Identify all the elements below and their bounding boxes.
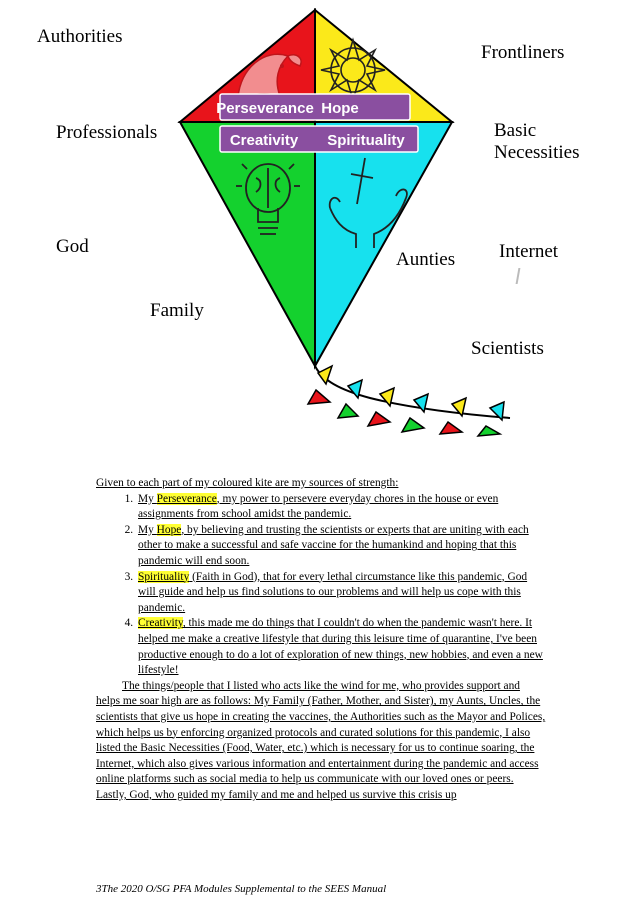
item-highlight: Perseverance <box>156 492 217 505</box>
kite-bottom-left <box>178 121 316 367</box>
banner-spirituality: Spirituality <box>327 132 405 149</box>
sun-star-icon <box>320 37 386 103</box>
item-highlight: Spirituality <box>138 570 190 583</box>
label-professionals: Professionals <box>56 122 158 143</box>
label-internet: Internet <box>499 241 559 262</box>
label-frontliners: Frontliners <box>481 42 565 63</box>
item-text: , my power to persevere everyday chores … <box>138 492 499 521</box>
strength-list: My Perseverance, my power to persevere e… <box>96 492 546 679</box>
banner-perseverance: Perseverance <box>216 100 314 117</box>
kite-bottom-right <box>314 121 454 370</box>
banner-hope: Hope <box>321 100 359 117</box>
banner-row-top: Perseverance Hope <box>216 93 411 121</box>
list-item: My Perseverance, my power to persevere e… <box>136 492 546 523</box>
item-highlight: Hope <box>156 523 182 536</box>
list-item: My Hope, by believing and trusting the s… <box>136 523 546 570</box>
fish-icon <box>237 53 302 99</box>
label-authorities: Authorities <box>37 26 123 47</box>
intro-line: Given to each part of my coloured kite a… <box>96 477 399 489</box>
label-scientists: Scientists <box>471 338 544 359</box>
wind-paragraph: The things/people that I listed who acts… <box>96 679 546 801</box>
item-text: , by believing and trusting the scientis… <box>138 523 529 567</box>
label-basic-line1: Basic <box>494 120 537 141</box>
item-highlight: Creativity <box>138 617 183 630</box>
item-text: (Faith in God), that for every lethal ci… <box>138 570 528 614</box>
item-text: , this made me do things that I couldn't… <box>138 617 543 677</box>
hands-cross-icon <box>328 157 408 248</box>
label-god: God <box>56 236 89 257</box>
item-prefix: My <box>138 492 157 505</box>
label-basic-line2: Necessities <box>494 141 580 163</box>
item-prefix: My <box>138 523 157 536</box>
banner-row-bottom: Creativity Spirituality <box>219 125 419 153</box>
label-aunties: Aunties <box>396 249 456 270</box>
kite-illustration: Perseverance Hope Creativity Spiritualit… <box>177 8 511 437</box>
tail-bows <box>306 364 505 437</box>
label-family: Family <box>150 300 204 321</box>
lightbulb-brain-icon <box>236 163 300 235</box>
list-item: Creativity, this made me do things that … <box>136 616 546 678</box>
banner-creativity: Creativity <box>230 132 299 149</box>
page-footer: 3The 2020 O/SG PFA Modules Supplemental … <box>96 883 387 895</box>
reflection-text: Given to each part of my coloured kite a… <box>96 476 546 803</box>
list-item: Spirituality (Faith in God), that for ev… <box>136 570 546 617</box>
label-basic-necessities: Basic Necessities <box>494 120 579 164</box>
